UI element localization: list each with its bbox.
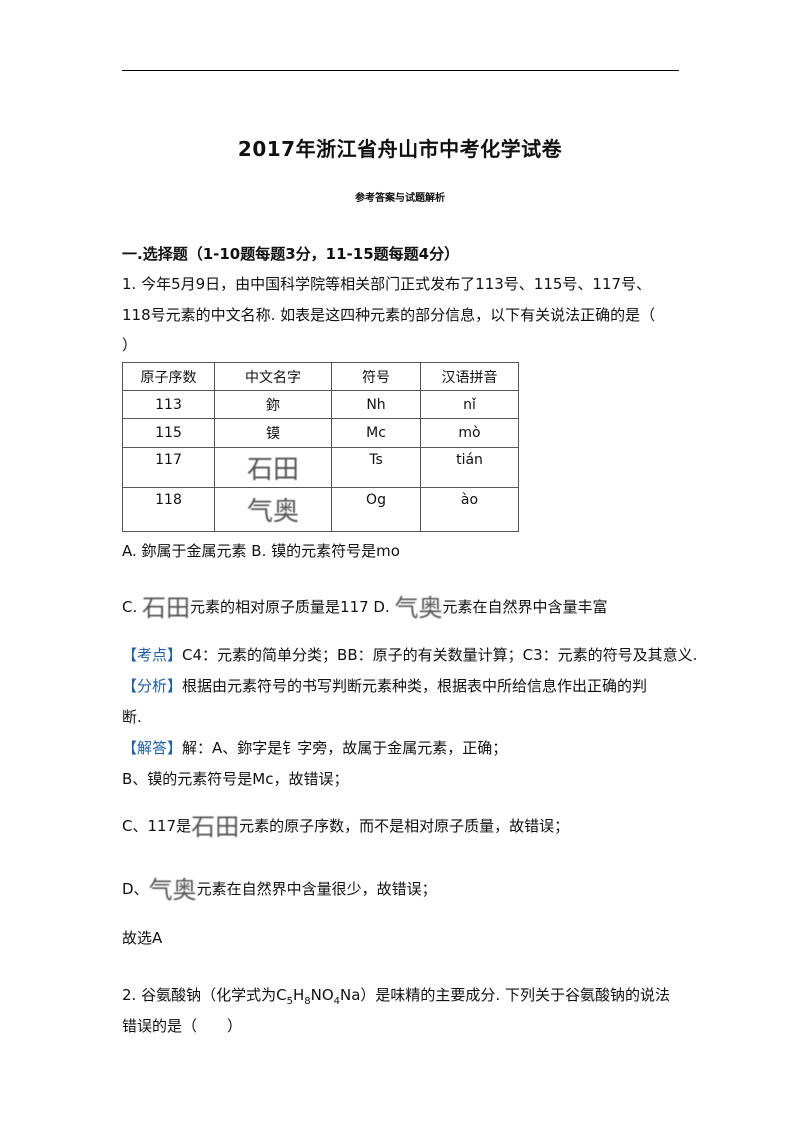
answer-d-prefix: D、: [122, 880, 149, 898]
tian-glyph-image: 石田: [191, 813, 240, 841]
q2-stem-post: Na）是味精的主要成分. 下列关于谷氨酸钠的说法: [340, 986, 670, 1004]
answer-c: C、117是石田元素的原子序数，而不是相对原子质量，故错误；: [122, 807, 569, 842]
fenxi-tag: 【分析】: [122, 677, 183, 695]
table-cell-symbol: Nh: [331, 390, 421, 419]
table-cell-number: 113: [122, 390, 215, 419]
fenxi-line2: 断.: [122, 708, 142, 726]
answer-c-text: 元素的原子序数，而不是相对原子质量，故错误；: [239, 817, 570, 835]
tian-glyph-image: 石田: [142, 594, 191, 622]
table-cell-pinyin: ào: [420, 487, 519, 532]
table-cell-number: 117: [122, 447, 215, 488]
q1-stem-line1: 1. 今年5月9日，由中国科学院等相关部门正式发布了113号、115号、117号…: [122, 275, 652, 293]
table-row: 118 气奥 Og ào: [122, 487, 519, 532]
element-table: 原子序数 中文名字 符号 汉语拼音 113 鉨 Nh nǐ 115 镆 Mc m…: [122, 362, 519, 532]
q2-stem-line2: 错误的是（ ）: [122, 1017, 243, 1035]
q2-stem-pre: 2. 谷氨酸钠（化学式为C: [122, 986, 287, 1004]
kaodian-line: 【考点】C4：元素的简单分类；BB：原子的有关数量计算；C3：元素的符号及其意义…: [122, 644, 697, 665]
q2-formula-no: NO: [310, 986, 334, 1004]
tian-glyph-image: 石田: [246, 455, 299, 485]
option-c-label: C.: [122, 598, 138, 616]
table-cell-pinyin: mò: [420, 418, 519, 448]
table-cell-symbol: Og: [331, 487, 421, 532]
q1-stem-line2: 118号元素的中文名称. 如表是这四种元素的部分信息，以下有关说法正确的是（: [122, 306, 656, 324]
table-cell-pinyin: nǐ: [420, 390, 519, 419]
table-cell-number: 115: [122, 418, 215, 448]
conclusion: 故选A: [122, 929, 163, 947]
jieda-tag: 【解答】: [122, 739, 183, 757]
header-rule: [122, 70, 679, 71]
page-subtitle: 参考答案与试题解析: [355, 193, 445, 204]
answer-d: D、气奥元素在自然界中含量很少，故错误；: [122, 870, 437, 905]
table-cell-name: 气奥: [214, 487, 332, 532]
table-row: 115 镆 Mc mò: [122, 418, 519, 448]
option-c-text: 元素的相对原子质量是117 D.: [190, 598, 390, 616]
q2-sub: 8: [304, 996, 311, 1007]
table-cell-number: 118: [122, 487, 215, 532]
table-header-cell: 中文名字: [214, 362, 332, 391]
option-d-text: 元素在自然界中含量丰富: [442, 598, 608, 616]
answer-b: B、镆的元素符号是Mc，故错误；: [122, 770, 349, 788]
section-heading: 一.选择题（1-10题每题3分，11-15题每题4分）: [122, 245, 460, 263]
answer-d-text: 元素在自然界中含量很少，故错误；: [196, 880, 437, 898]
ao-glyph-image: 气奥: [394, 594, 443, 622]
q1-options-cd: C. 石田元素的相对原子质量是117 D. 气奥元素在自然界中含量丰富: [122, 588, 608, 623]
q2-stem-line1: 2. 谷氨酸钠（化学式为C5H8NO4Na）是味精的主要成分. 下列关于谷氨酸钠…: [122, 984, 670, 1007]
table-cell-name: 镆: [214, 418, 332, 448]
table-header-cell: 汉语拼音: [420, 362, 519, 391]
fenxi-text: 根据由元素符号的书写判断元素种类，根据表中所给信息作出正确的判: [182, 677, 648, 695]
fenxi-line1: 【分析】根据由元素符号的书写判断元素种类，根据表中所给信息作出正确的判: [122, 675, 647, 696]
table-row: 117 石田 Ts tián: [122, 447, 519, 488]
answer-c-prefix: C、117是: [122, 817, 192, 835]
q2-sub: 4: [333, 996, 340, 1007]
table-cell-pinyin: tián: [420, 447, 519, 488]
q2-sub: 5: [286, 996, 293, 1007]
kaodian-text: C4：元素的简单分类；BB：原子的有关数量计算；C3：元素的符号及其意义.: [182, 646, 698, 664]
table-header-row: 原子序数 中文名字 符号 汉语拼音: [122, 362, 519, 391]
q2-formula-h: H: [292, 986, 305, 1004]
table-cell-name: 石田: [214, 447, 332, 488]
table-header-cell: 符号: [331, 362, 421, 391]
jieda-text: 解：A、鉨字是钅字旁，故属于金属元素，正确；: [182, 739, 508, 757]
table-header-cell: 原子序数: [122, 362, 215, 391]
kaodian-tag: 【考点】: [122, 646, 183, 664]
ao-glyph-image: 气奥: [148, 876, 197, 904]
ao-glyph-image: 气奥: [246, 497, 299, 527]
table-cell-symbol: Mc: [331, 418, 421, 448]
table-row: 113 鉨 Nh nǐ: [122, 390, 519, 419]
table-cell-name: 鉨: [214, 390, 332, 419]
page-title: 2017年浙江省舟山市中考化学试卷: [237, 137, 563, 161]
q1-options-ab: A. 鉨属于金属元素 B. 镆的元素符号是mo: [122, 542, 400, 560]
jieda-line: 【解答】解：A、鉨字是钅字旁，故属于金属元素，正确；: [122, 737, 507, 758]
table-cell-symbol: Ts: [331, 447, 421, 488]
q1-stem-line3: ）: [122, 336, 138, 354]
